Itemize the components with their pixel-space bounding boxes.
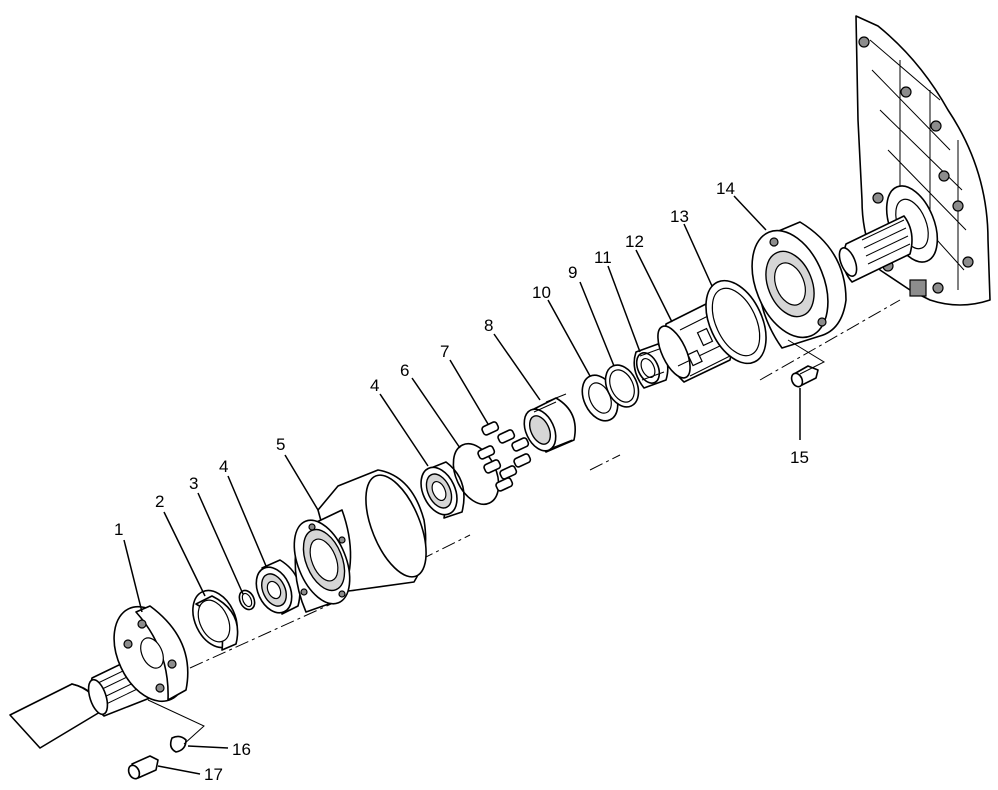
part-2-seal: [192, 589, 239, 651]
part-14-cover: [751, 221, 847, 349]
part-4-bearing-left: [255, 559, 301, 615]
callout-3: 3: [189, 474, 198, 493]
callout-11: 11: [594, 248, 612, 267]
callout-14: 14: [716, 179, 735, 198]
callout-5: 5: [276, 435, 285, 454]
part-16-lock-washer: [147, 699, 205, 753]
part-11-spring-ring: [633, 343, 669, 389]
leader-lines: [123, 195, 801, 775]
part-5-housing: [293, 469, 427, 613]
callout-12: 12: [625, 232, 644, 251]
callout-7: 7: [440, 342, 449, 361]
part-4-bearing-right: [420, 461, 465, 519]
part-1-flange-yoke: [87, 605, 189, 717]
part-17-bolt: [127, 755, 159, 780]
callout-1: 1: [114, 520, 123, 539]
callout-16: 16: [232, 740, 251, 759]
callout-17: 17: [204, 765, 223, 784]
callout-2: 2: [155, 492, 164, 511]
part-8-needle-bearing: [523, 393, 576, 453]
callout-9: 9: [568, 263, 577, 282]
callout-4-right: 4: [370, 376, 379, 395]
callout-4-left: 4: [219, 457, 228, 476]
callout-10: 10: [532, 283, 551, 302]
callout-6: 6: [400, 361, 409, 380]
callout-labels: 1 2 3 4 5 4 6 7 8 9 10 11 12 13 14 15 16…: [114, 179, 809, 784]
part-9-thrust-washer: [604, 364, 640, 408]
part-3-snap-ring: [238, 589, 256, 611]
callout-8: 8: [484, 316, 493, 335]
center-axis: [189, 299, 901, 669]
part-13-gasket: [705, 279, 767, 365]
callout-15: 15: [790, 448, 809, 467]
part-7-pins: [477, 421, 532, 492]
part-15-cap-screw: [787, 339, 826, 388]
transmission-case: [838, 15, 991, 306]
callout-13: 13: [670, 207, 689, 226]
